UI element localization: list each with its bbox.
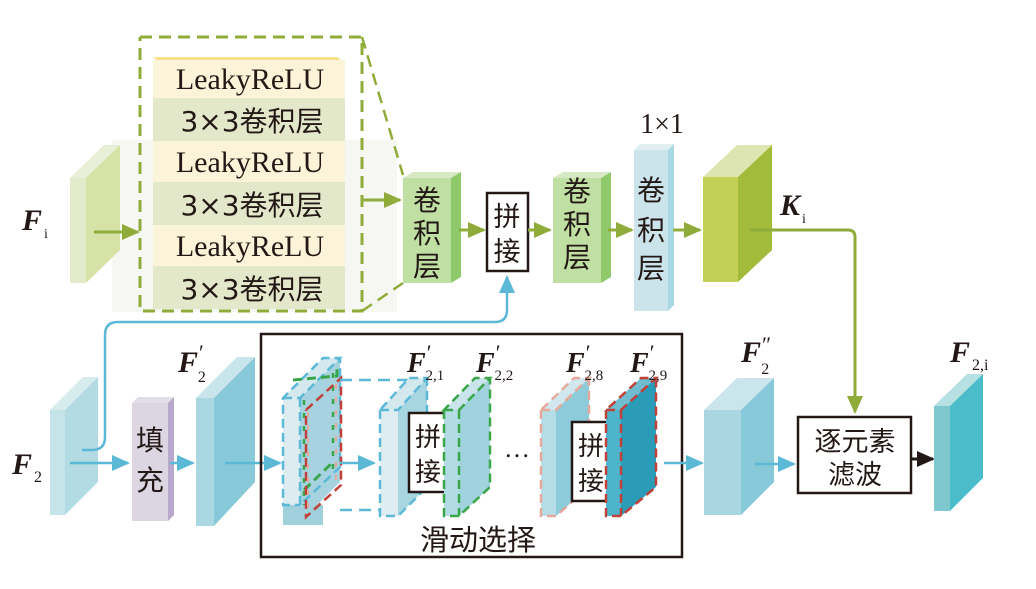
conv-layer-1 <box>403 172 461 283</box>
conv1-char: 层 <box>413 250 441 283</box>
concat-b-char: 拼 <box>578 432 604 462</box>
f2-prime-feature-map <box>196 357 255 526</box>
padding-char: 填 <box>136 424 164 457</box>
padding-layer <box>132 397 174 521</box>
conv-layer-2 <box>553 172 611 283</box>
conv1x1-char: 层 <box>637 252 665 285</box>
concat-box-top <box>485 191 530 273</box>
layer-label: 3×3卷积层 <box>180 105 323 138</box>
concat-char: 接 <box>494 237 521 268</box>
sliding-selection-label: 滑动选择 <box>420 523 536 557</box>
f2i-feature-map <box>934 374 983 511</box>
arrow-ki-to-filter <box>750 228 863 414</box>
layer-label: LeakyReLU <box>176 146 325 179</box>
filter-box-line: 逐元素 <box>815 427 896 458</box>
conv1x1-caption: 1×1 <box>640 109 684 140</box>
slice-f22 <box>441 376 493 518</box>
fi-feature-map <box>70 145 120 283</box>
layer-leakyrelu-1 <box>153 60 345 98</box>
slice-f21-label: F′2,1 <box>406 340 444 384</box>
conv1x1-char: 积 <box>637 214 665 247</box>
slice-f29-label: F′2,9 <box>629 340 667 384</box>
ki-feature-map <box>703 145 772 282</box>
f2-feature-map <box>50 377 98 515</box>
layer-leakyrelu-3 <box>153 225 345 266</box>
padding-char: 充 <box>136 464 164 497</box>
concat-char: 拼 <box>494 202 521 233</box>
concat-box-a <box>407 411 449 494</box>
conv1-char: 卷 <box>413 184 441 217</box>
arrow-f2-skip-to-concat <box>82 275 515 452</box>
conv1x1-char: 卷 <box>637 174 665 207</box>
conv2-char: 层 <box>563 241 591 274</box>
layer-label: LeakyReLU <box>176 230 325 263</box>
layer-leakyrelu-2 <box>153 141 345 182</box>
sliding-window-illustration <box>281 356 344 525</box>
layer-conv-3 <box>153 266 345 309</box>
layer-conv-2 <box>153 182 345 225</box>
filter-box-line: 滤波 <box>828 460 882 491</box>
layer-conv-1 <box>153 98 345 141</box>
conv2-char: 卷 <box>563 175 591 208</box>
conv2-char: 积 <box>563 208 591 241</box>
f2-double-prime-label: F″2 <box>740 332 771 378</box>
sliding-selection-box <box>259 332 684 559</box>
concat-a-char: 拼 <box>415 423 441 453</box>
slice-f28-label: F′2,8 <box>565 340 603 384</box>
layer-stack <box>153 57 345 309</box>
f2-double-prime-feature-map <box>704 378 774 515</box>
elementwise-filter-box <box>796 415 913 495</box>
conv-1x1-layer <box>634 144 674 311</box>
conv1-char: 积 <box>413 217 441 250</box>
slice-f29 <box>602 376 660 518</box>
zoom-line-top <box>360 36 405 176</box>
ellipsis: … <box>504 434 530 463</box>
concat-a-char: 接 <box>415 458 441 488</box>
slice-f22-label: F′2,2 <box>475 340 513 384</box>
zoom-line-bottom <box>361 281 404 313</box>
f2-prime-label: F′2 <box>177 340 206 386</box>
layer-label: 3×3卷积层 <box>180 189 323 222</box>
concat-b-char: 接 <box>578 467 604 497</box>
layer-label: 3×3卷积层 <box>180 273 323 306</box>
layer-label: LeakyReLU <box>176 63 325 96</box>
